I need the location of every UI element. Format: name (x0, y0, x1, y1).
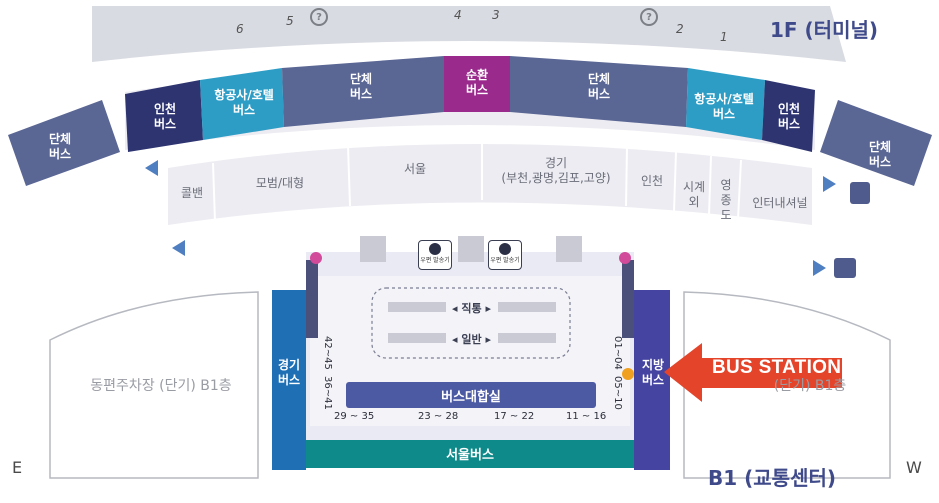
gate-number-4: 4 (454, 8, 462, 22)
taxi-icon (834, 258, 856, 278)
zone-group-left-outer[interactable]: 단체 버스 (48, 132, 72, 161)
incheon-bus-right-shape (762, 80, 815, 152)
terminal-1f-band (92, 6, 846, 62)
dest-yeongjongdo[interactable]: 영 종 도 (720, 178, 732, 222)
zone-group-left[interactable]: 단체 버스 (349, 72, 373, 101)
gate-range-left-1: 42~45 (322, 336, 333, 370)
circulation-bus-shape (444, 56, 510, 112)
gate-number-6: 6 (236, 22, 244, 36)
info-icon-right: ? (640, 8, 658, 26)
gate-regular-label: ◂ 일반 ▸ (452, 333, 491, 346)
destination-separators (212, 142, 742, 223)
bus-icon (850, 182, 870, 204)
dest-incheon[interactable]: 인천 (640, 174, 664, 188)
dest-international[interactable]: 인터내셔널 (752, 196, 808, 210)
dest-gyeonggi[interactable]: 경기 (부천,광명,김포,고양) (501, 156, 611, 185)
gate-number-3: 3 (492, 8, 500, 22)
postal-kiosk-left: 우편 발송기 (418, 240, 452, 270)
dest-seoul[interactable]: 서울 (403, 162, 427, 176)
group-bus-right-shape (510, 56, 688, 127)
compass-east: E (12, 458, 23, 477)
gate-direct-label: ◂ 직통 ▸ (452, 302, 491, 315)
dest-callvan[interactable]: 콜밴 (180, 186, 204, 200)
zone-incheon-right[interactable]: 인천 버스 (777, 102, 801, 131)
destination-band (168, 144, 812, 225)
current-location-marker (622, 368, 634, 380)
floor-label-1f: 1F (터미널) (770, 18, 879, 42)
west-parking-lot-shape (683, 291, 891, 479)
gate-number-1: 1 (720, 30, 728, 44)
gate-range-bottom-3: 17 ~ 22 (494, 411, 535, 422)
gate-range-bottom-2: 23 ~ 28 (418, 411, 459, 422)
east-parking-lot-label: 동편주차장 (단기) B1층 (90, 378, 232, 394)
group-bus-right-outer-shape (820, 100, 932, 186)
floor-label-b1: B1 (교통센터) (708, 466, 837, 490)
compass-west: W (906, 458, 922, 477)
airline-bus-right-shape (686, 68, 765, 140)
local-bus-lane (634, 290, 670, 470)
info-icon-left: ? (310, 8, 328, 26)
group-bus-left-shape (282, 56, 444, 127)
group-bus-left-outer-shape (8, 100, 120, 186)
direction-arrows (145, 160, 836, 276)
incheon-bus-left-shape (125, 80, 203, 152)
zone-airline-right[interactable]: 항공사/호텔 버스 (694, 92, 754, 121)
east-parking-lot-shape (49, 291, 259, 479)
zone-airline-left[interactable]: 항공사/호텔 버스 (214, 88, 274, 117)
bus-station-callout (664, 343, 842, 402)
bus-station-callout-label: BUS STATION (712, 357, 842, 378)
zone-incheon-left[interactable]: 인천 버스 (153, 102, 177, 131)
dest-deluxe-taxi[interactable]: 모범/대형 (255, 176, 305, 190)
dest-intercity[interactable]: 시계 외 (682, 180, 706, 209)
local-bus-label[interactable]: 지방 버스 (641, 358, 665, 387)
gyeonggi-bus-label[interactable]: 경기 버스 (277, 358, 301, 387)
gate-number-5: 5 (286, 14, 294, 28)
info-marker-left (310, 252, 322, 264)
seoul-bus-lane (306, 440, 634, 468)
gate-range-right-1: 01~04 (612, 336, 623, 370)
zone-group-right-outer[interactable]: 단체 버스 (868, 140, 892, 169)
escalators (360, 236, 582, 343)
zone-circulation[interactable]: 순환 버스 (465, 68, 489, 97)
bus-waiting-hall[interactable]: 버스대합실 (346, 382, 596, 408)
gate-range-bottom-1: 29 ~ 35 (334, 411, 375, 422)
right-pillar (622, 260, 634, 338)
gate-range-right-2: 05~10 (612, 376, 623, 410)
west-parking-lot-label: (단기) B1층 (773, 378, 847, 394)
gate-number-2: 2 (676, 22, 684, 36)
gate-range-left-2: 36~41 (322, 376, 333, 410)
gyeonggi-bus-lane (272, 290, 306, 470)
gate-range-bottom-4: 11 ~ 16 (566, 411, 607, 422)
info-marker-right (619, 252, 631, 264)
airline-bus-left-shape (200, 68, 284, 140)
gate-area (371, 287, 571, 359)
seoul-bus-label[interactable]: 서울버스 (446, 447, 494, 463)
zone-group-right[interactable]: 단체 버스 (587, 72, 611, 101)
postal-kiosk-right: 우편 발송기 (488, 240, 522, 270)
left-pillar (306, 260, 318, 338)
